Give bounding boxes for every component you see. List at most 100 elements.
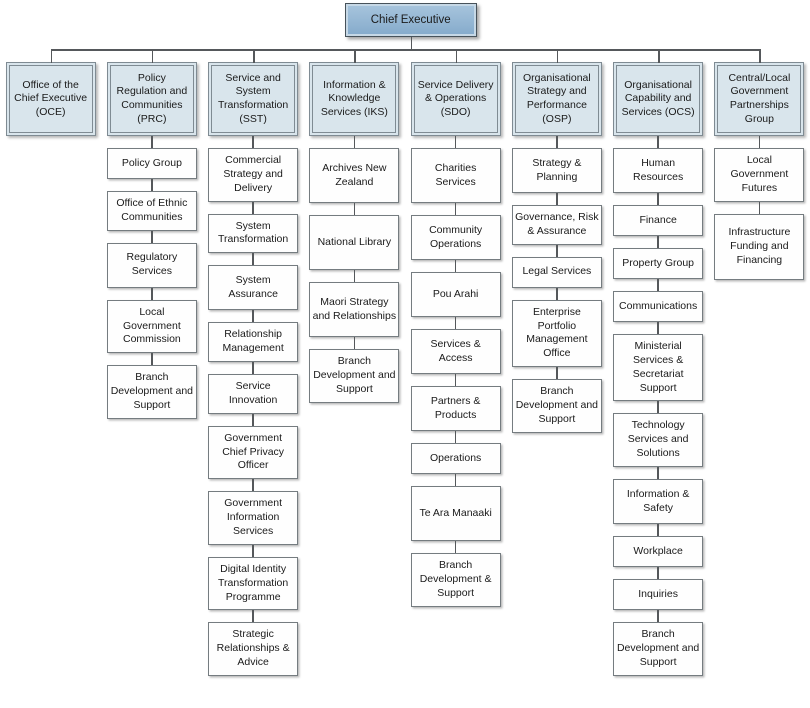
org-box: Maori Strategy and Relationships	[309, 282, 400, 337]
org-box: Inquiries	[613, 579, 704, 611]
connector-line	[353, 136, 356, 148]
connector-line	[252, 253, 254, 266]
connector-line	[556, 193, 558, 205]
connector-line	[454, 541, 457, 553]
connector-drop	[658, 49, 660, 63]
org-box: Government Chief Privacy Officer	[208, 425, 299, 480]
org-column-iks: Information & Knowledge Services (IKS) A…	[304, 62, 405, 403]
connector-line	[454, 136, 457, 148]
org-box: Branch Development and Support	[106, 365, 197, 419]
org-box: Regulatory Services	[106, 242, 197, 288]
connector-line	[252, 610, 254, 623]
connector-line	[353, 203, 356, 215]
connector-line	[657, 610, 659, 623]
org-box: Office of Ethnic Communities	[106, 191, 197, 231]
org-box: System Transformation	[208, 213, 299, 254]
org-column-clgp: Central/Local Government Partnerships Gr…	[709, 62, 810, 280]
org-box: Information & Safety	[613, 479, 704, 525]
connector-drop	[151, 49, 154, 63]
org-columns: Office of the Chief Executive (OCE) Poli…	[0, 62, 810, 677]
division-header-sst: Service and System Transformation (SST)	[208, 62, 299, 136]
division-header-ocs: Organisational Capability and Services (…	[613, 62, 704, 136]
org-box: Branch Development and Support	[309, 349, 400, 403]
org-box: Pou Arahi	[410, 272, 501, 317]
org-box: Policy Group	[106, 148, 197, 179]
connector-line	[657, 193, 659, 205]
connector-line	[454, 474, 457, 486]
org-box: Legal Services	[511, 256, 602, 288]
org-box: Partners & Products	[410, 386, 501, 431]
root-row: Chief Executive	[0, 0, 810, 37]
connector-line	[657, 467, 659, 480]
connector-line	[252, 136, 254, 148]
org-column-oce: Office of the Chief Executive (OCE)	[0, 62, 101, 136]
org-box: Government Information Services	[208, 491, 299, 545]
connector-line	[252, 413, 254, 426]
org-box: Relationship Management	[208, 322, 299, 363]
connector-line	[353, 337, 356, 349]
connector-line	[151, 353, 153, 366]
division-header-iks: Information & Knowledge Services (IKS)	[309, 62, 400, 136]
org-box: Branch Development & Support	[410, 553, 501, 607]
connector-line	[454, 203, 457, 215]
connector-line	[657, 401, 659, 414]
org-box: Communications	[613, 291, 704, 322]
connector-line	[353, 270, 356, 282]
org-box: National Library	[309, 215, 400, 270]
org-column-sst: Service and System Transformation (SST) …	[203, 62, 304, 677]
org-box: Charities Services	[410, 148, 501, 203]
connector-line	[657, 524, 659, 537]
connector-drop	[455, 49, 458, 63]
org-box: Branch Development and Support	[613, 622, 704, 676]
org-box: Enterprise Portfolio Management Office	[511, 299, 602, 368]
connector-drop	[253, 49, 255, 63]
connector-line	[556, 244, 558, 257]
org-column-sdo: Service Delivery & Operations (SDO) Char…	[405, 62, 506, 607]
org-box: Digital Identity Transformation Programm…	[208, 556, 299, 611]
org-box: Technology Services and Solutions	[613, 413, 704, 468]
org-box: Local Government Futures	[714, 148, 805, 202]
connector-line	[252, 362, 254, 375]
org-box: System Assurance	[208, 265, 299, 311]
connector-drop	[50, 49, 53, 63]
org-box: Local Government Commission	[106, 299, 197, 354]
connector-line	[758, 201, 761, 214]
connector-line	[556, 287, 558, 300]
connector-line	[151, 136, 153, 148]
org-box: Infrastructure Funding and Financing	[714, 213, 805, 280]
division-header-oce: Office of the Chief Executive (OCE)	[5, 62, 96, 136]
connector-line	[252, 544, 254, 557]
org-box: Archives New Zealand	[309, 148, 400, 203]
connector-line	[657, 236, 659, 248]
connector-drop	[556, 49, 559, 63]
org-column-ocs: Organisational Capability and Services (…	[608, 62, 709, 676]
connector-line	[657, 322, 659, 334]
root-connectors	[0, 37, 810, 63]
org-box: Commercial Strategy and Delivery	[208, 148, 299, 202]
org-box: Services & Access	[410, 329, 501, 374]
connector-line	[252, 479, 254, 492]
connector-line	[556, 136, 558, 148]
org-box: Ministerial Services & Secretariat Suppo…	[613, 334, 704, 402]
org-box: Community Operations	[410, 215, 501, 260]
connector-line	[454, 260, 457, 272]
division-header-clgp: Central/Local Government Partnerships Gr…	[714, 62, 805, 136]
org-box: Human Resources	[613, 148, 704, 193]
connector-line	[454, 317, 457, 329]
org-box: Operations	[410, 443, 501, 474]
connector-line	[556, 367, 558, 380]
division-header-osp: Organisational Strategy and Performance …	[511, 62, 602, 136]
org-box: Governance, Risk & Assurance	[511, 205, 602, 245]
connector-line	[151, 287, 153, 300]
connector-line	[657, 136, 659, 148]
division-header-sdo: Service Delivery & Operations (SDO)	[410, 62, 501, 136]
connector-line	[252, 201, 254, 214]
org-box: Strategic Relationships & Advice	[208, 622, 299, 677]
org-box: Branch Development and Support	[511, 379, 602, 433]
connector-line	[151, 179, 153, 191]
connector-line	[657, 567, 659, 580]
connector-line	[758, 136, 761, 148]
org-box: Strategy & Planning	[511, 148, 602, 193]
org-box: Property Group	[613, 248, 704, 279]
